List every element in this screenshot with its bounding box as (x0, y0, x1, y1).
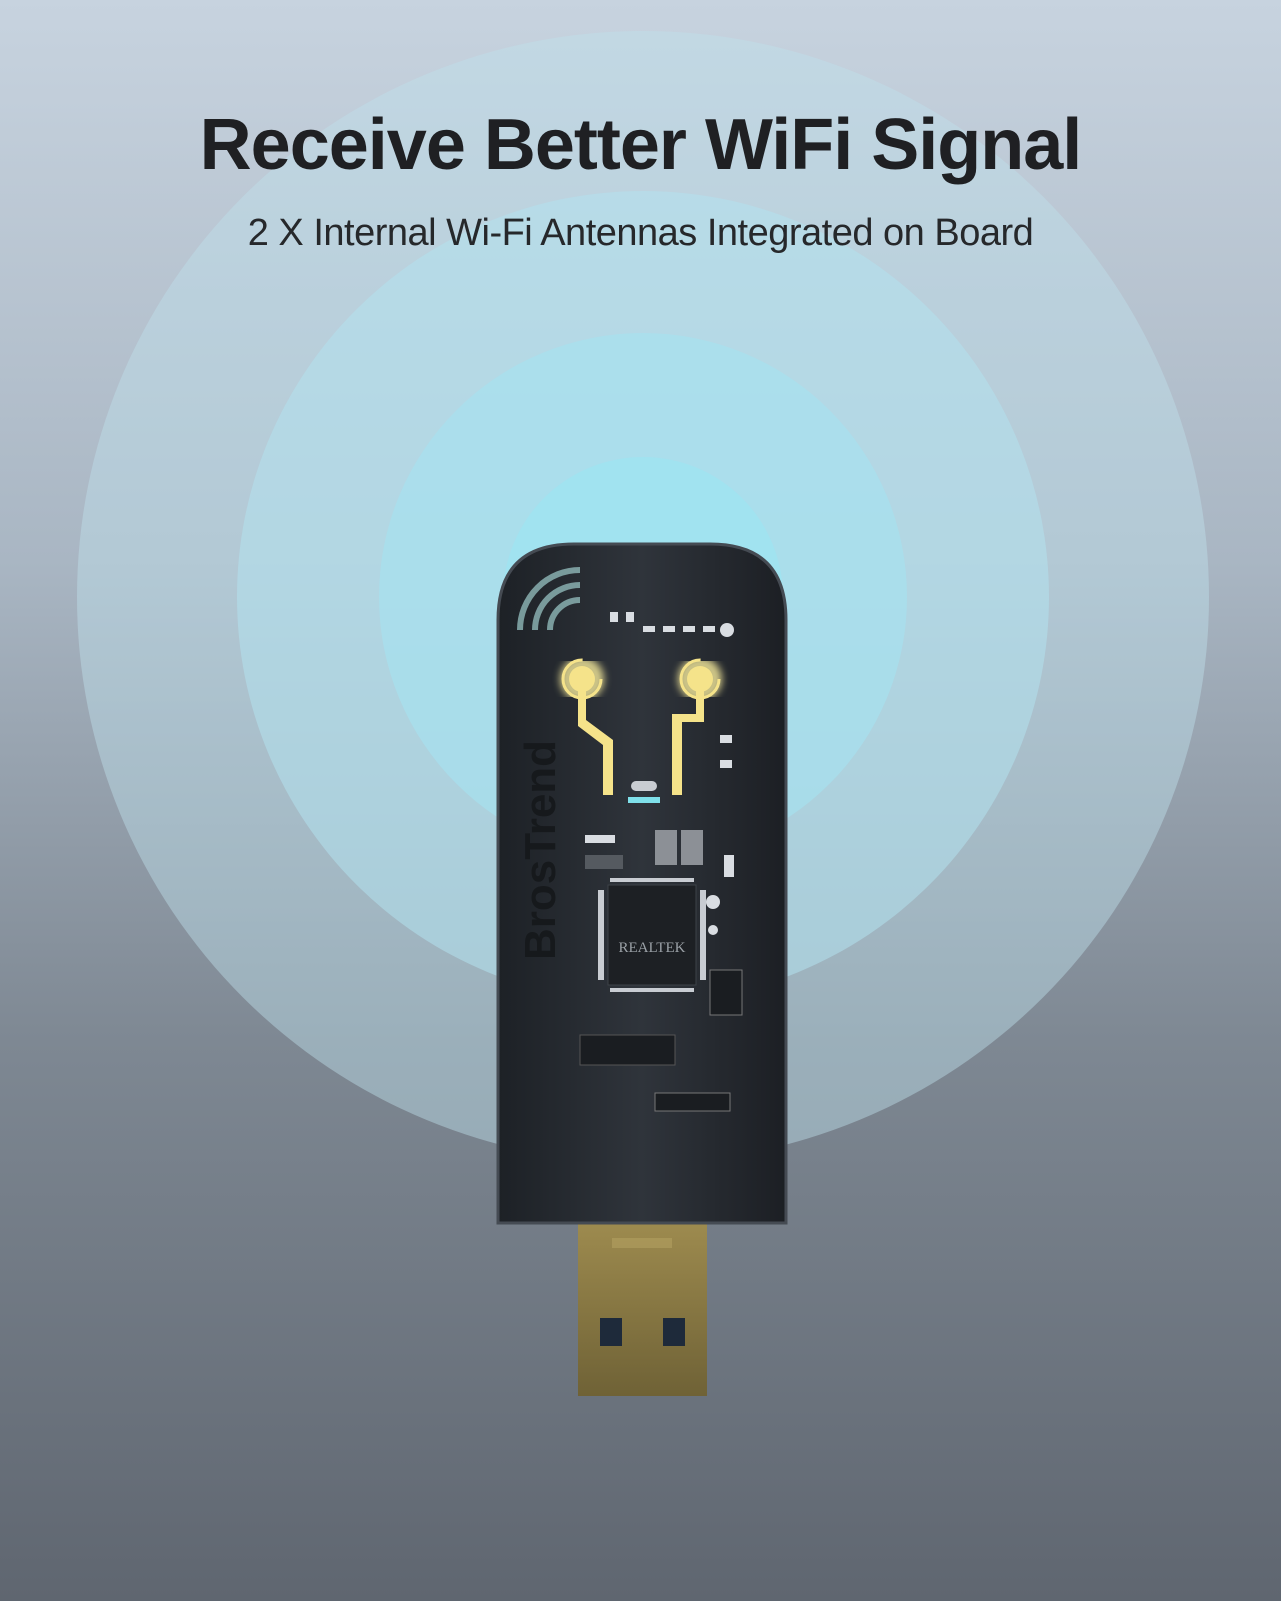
realtek-chip: REALTEK (598, 878, 706, 992)
page-subtitle: 2 X Internal Wi-Fi Antennas Integrated o… (247, 212, 1034, 254)
brand-logo-text: BrosTrend (516, 740, 565, 960)
led-indicator (628, 797, 660, 803)
realtek-logo-text: REALTEK (619, 940, 686, 956)
antenna-traces (560, 657, 722, 795)
usb-plug (578, 1213, 707, 1396)
wifi-logo-icon (517, 567, 581, 631)
pcb-components (579, 612, 743, 1112)
crystal-component (631, 781, 657, 791)
antenna-right (672, 666, 713, 795)
antenna-left (569, 666, 613, 795)
device-body (496, 542, 788, 1225)
page-title: Receive Better WiFi Signal (199, 105, 1083, 185)
